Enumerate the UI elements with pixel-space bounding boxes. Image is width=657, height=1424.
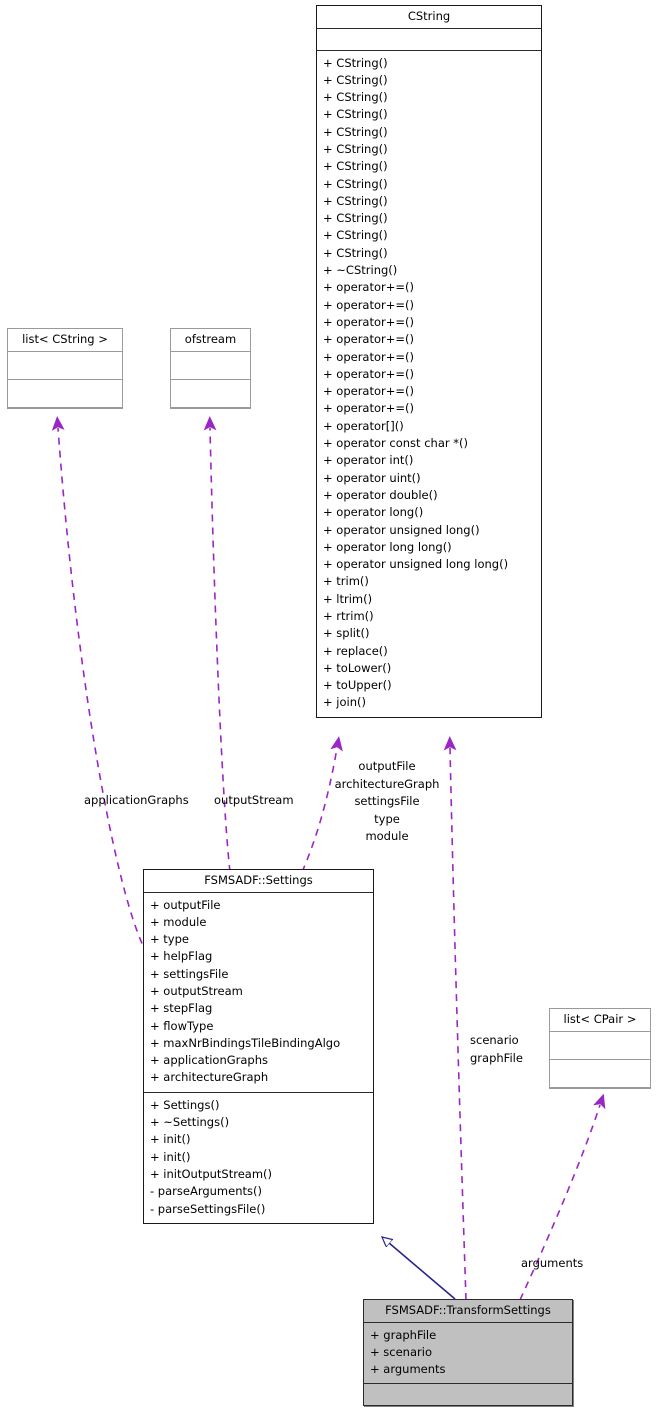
- class-title-list-cstring: list< CString >: [8, 329, 122, 352]
- class-member: + toUpper(): [323, 678, 392, 693]
- class-member: + operator[](): [323, 418, 404, 433]
- class-member: + operator+=(): [323, 332, 414, 347]
- class-member: + ~CString(): [323, 263, 398, 278]
- class-methods-cstring: + CString() + CString() + CString() + CS…: [317, 51, 541, 717]
- class-title-list-cpair: list< CPair >: [550, 1009, 650, 1032]
- edge-label-line: type: [374, 811, 400, 826]
- class-member: + operator long(): [323, 505, 424, 520]
- class-methods-list-cstring: [8, 380, 122, 408]
- class-member: + operator+=(): [323, 366, 414, 381]
- class-member: + operator unsigned long long(): [323, 557, 509, 572]
- class-title-cstring: CString: [317, 6, 541, 29]
- class-member: + rtrim(): [323, 609, 374, 623]
- class-title-ofstream: ofstream: [171, 329, 250, 352]
- class-member: + CString(): [323, 245, 388, 260]
- class-member: + CString(): [323, 72, 388, 87]
- class-member: + operator+=(): [323, 384, 414, 399]
- class-member: + operator+=(): [323, 314, 414, 329]
- edge-label-arguments: arguments: [521, 1256, 584, 1270]
- class-member: + init(): [150, 1149, 191, 1164]
- class-methods-list-cpair: [550, 1060, 650, 1088]
- class-member: + split(): [323, 626, 370, 641]
- class-member: + operator+=(): [323, 297, 414, 312]
- edge-inheritance-settings-transformsettings: [382, 1237, 456, 1300]
- edge-label-line: graphFile: [470, 1050, 523, 1065]
- class-member: + CString(): [323, 176, 388, 191]
- class-member: + CString(): [323, 228, 388, 243]
- class-member: + scenario: [370, 1344, 432, 1359]
- class-member: + operator+=(): [323, 401, 414, 416]
- class-methods-ofstream: [171, 380, 250, 408]
- class-member: + join(): [323, 695, 366, 710]
- edge-applicationGraphs: [51, 416, 149, 956]
- class-attributes-cstring: [317, 29, 541, 51]
- class-member: + operator long long(): [323, 539, 452, 554]
- class-box-settings[interactable]: FSMSADF::Settings + outputFile + module …: [143, 869, 374, 1224]
- class-member: + CString(): [323, 124, 388, 139]
- edge-label-scenario-graphFile: scenario graphFile: [470, 1032, 523, 1067]
- class-title-settings: FSMSADF::Settings: [144, 870, 373, 893]
- class-member: + operator int(): [323, 453, 414, 468]
- class-member: + helpFlag: [150, 949, 213, 964]
- edge-label-line: module: [365, 829, 409, 843]
- class-member: + initOutputStream(): [150, 1166, 273, 1181]
- class-member: + ltrim(): [323, 591, 373, 606]
- class-member: + type: [150, 932, 189, 947]
- class-member: + Settings(): [150, 1097, 220, 1112]
- class-member: + module: [150, 914, 207, 929]
- class-box-ofstream[interactable]: ofstream: [170, 328, 251, 409]
- class-member: + operator+=(): [323, 349, 414, 364]
- edge-label-line: settingsFile: [354, 794, 420, 808]
- class-member: + outputFile: [150, 897, 221, 912]
- class-member: + init(): [150, 1132, 191, 1147]
- class-box-list-cstring[interactable]: list< CString >: [7, 328, 123, 409]
- class-member: + CString(): [323, 55, 388, 70]
- edge-label-line: outputFile: [358, 759, 416, 773]
- class-member: + arguments: [370, 1362, 446, 1377]
- class-title-transform-settings: FSMSADF::TransformSettings: [364, 1300, 572, 1323]
- class-member: + trim(): [323, 574, 369, 589]
- class-member: + stepFlag: [150, 1001, 213, 1016]
- class-member: + architectureGraph: [150, 1070, 269, 1085]
- class-member: + toLower(): [323, 660, 392, 675]
- class-member: + CString(): [323, 90, 388, 105]
- class-member: + applicationGraphs: [150, 1053, 268, 1068]
- class-member: + settingsFile: [150, 966, 229, 981]
- class-member: + replace(): [323, 643, 388, 658]
- class-member: + operator double(): [323, 487, 438, 502]
- class-box-cstring[interactable]: CString + CString() + CString() + CStrin…: [316, 5, 542, 718]
- class-attributes-list-cpair: [550, 1032, 650, 1060]
- class-attributes-transform-settings: + graphFile + scenario + arguments: [364, 1323, 572, 1385]
- class-member: + ~Settings(): [150, 1115, 230, 1130]
- class-box-transform-settings[interactable]: FSMSADF::TransformSettings + graphFile +…: [363, 1299, 573, 1407]
- class-attributes-list-cstring: [8, 352, 122, 380]
- class-member: + CString(): [323, 159, 388, 174]
- edge-label-line: scenario: [470, 1033, 519, 1047]
- class-member: + operator const char *(): [323, 436, 468, 451]
- class-member: + graphFile: [370, 1327, 437, 1342]
- class-methods-transform-settings: [364, 1384, 572, 1405]
- class-member: + maxNrBindingsTileBindingAlgo: [150, 1035, 341, 1050]
- class-member: + CString(): [323, 141, 388, 156]
- class-member: + CString(): [323, 193, 388, 208]
- class-attributes-settings: + outputFile + module + type + helpFlag …: [144, 893, 373, 1093]
- class-member: + operator unsigned long(): [323, 522, 480, 537]
- class-attributes-ofstream: [171, 352, 250, 380]
- edge-label-outputStream: outputStream: [214, 793, 294, 807]
- edge-label-line: architectureGraph: [334, 776, 440, 791]
- class-member: + operator uint(): [323, 470, 421, 485]
- edge-label-applicationGraphs: applicationGraphs: [84, 793, 189, 807]
- edge-label-cstring-settings-roles: outputFile architectureGraph settingsFil…: [328, 758, 446, 846]
- class-member: - parseSettingsFile(): [150, 1201, 266, 1216]
- class-methods-settings: + Settings() + ~Settings() + init() + in…: [144, 1093, 373, 1223]
- class-member: + CString(): [323, 107, 388, 122]
- class-member: - parseArguments(): [150, 1184, 262, 1199]
- class-member: + operator+=(): [323, 280, 414, 295]
- class-member: + flowType: [150, 1018, 214, 1033]
- class-member: + CString(): [323, 211, 388, 226]
- edge-scenario-graphFile: [443, 736, 467, 1301]
- class-box-list-cpair[interactable]: list< CPair >: [549, 1008, 651, 1089]
- class-member: + outputStream: [150, 983, 243, 998]
